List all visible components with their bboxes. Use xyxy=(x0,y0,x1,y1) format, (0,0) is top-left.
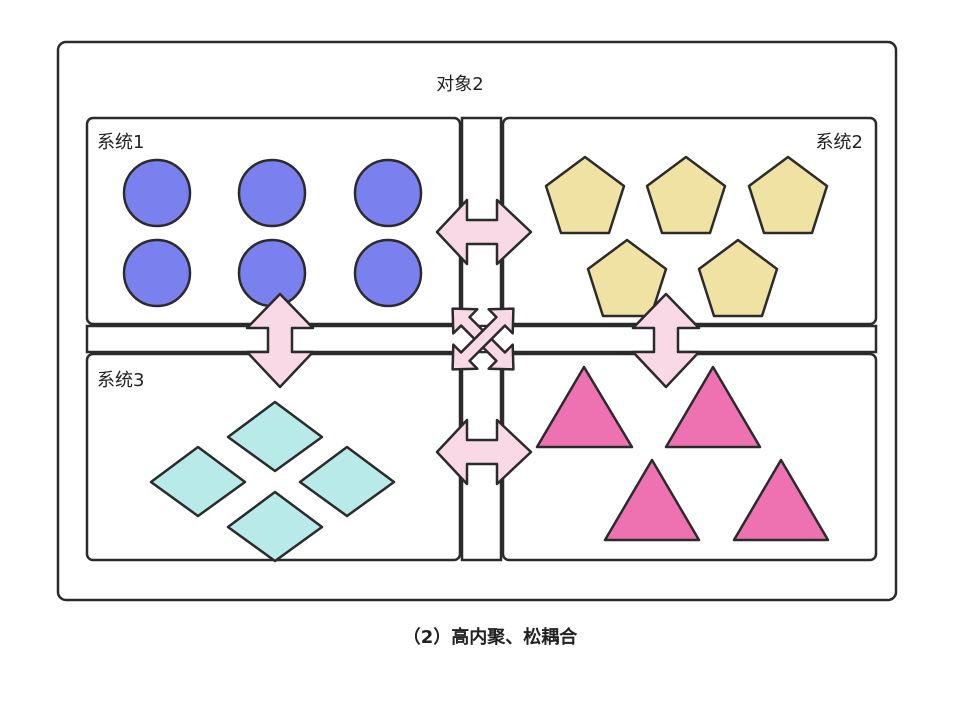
triangle-shape xyxy=(603,458,701,542)
pentagon-shape xyxy=(697,238,779,318)
triangle-shape xyxy=(664,365,762,449)
circle-shape xyxy=(122,238,192,308)
circle-shape xyxy=(353,158,423,228)
pentagon-shape xyxy=(645,155,727,235)
diamond-shape xyxy=(226,400,324,473)
pentagon-shape xyxy=(586,238,668,318)
circle-group xyxy=(122,158,423,308)
diagram-caption: （2）高内聚、松耦合 xyxy=(403,626,579,648)
diamond-shape xyxy=(149,445,247,518)
circle-shape xyxy=(122,158,192,228)
arrow-group xyxy=(245,198,701,486)
system-label-2: 系统2 xyxy=(816,132,863,153)
circle-shape xyxy=(353,238,423,308)
double-arrow-diagonal-b xyxy=(451,307,515,371)
outer-label: 对象2 xyxy=(436,74,483,95)
double-arrow-horizontal-bottom xyxy=(435,418,533,486)
triangle-shape xyxy=(732,458,830,542)
diamond-shape xyxy=(226,490,324,563)
pentagon-shape xyxy=(544,155,626,235)
diamond-shape xyxy=(298,445,396,518)
pentagon-group xyxy=(544,155,829,318)
double-arrow-horizontal-top xyxy=(435,198,533,266)
system-label-1: 系统1 xyxy=(97,132,144,153)
triangle-group xyxy=(535,365,830,542)
circle-shape xyxy=(237,238,307,308)
pentagon-shape xyxy=(747,155,829,235)
triangle-shape xyxy=(535,365,634,449)
system-label-3: 系统3 xyxy=(97,370,144,391)
diamond-group xyxy=(149,400,396,563)
double-arrow-vertical-right xyxy=(631,292,701,389)
circle-shape xyxy=(237,158,307,228)
double-arrow-vertical-left xyxy=(245,292,315,389)
